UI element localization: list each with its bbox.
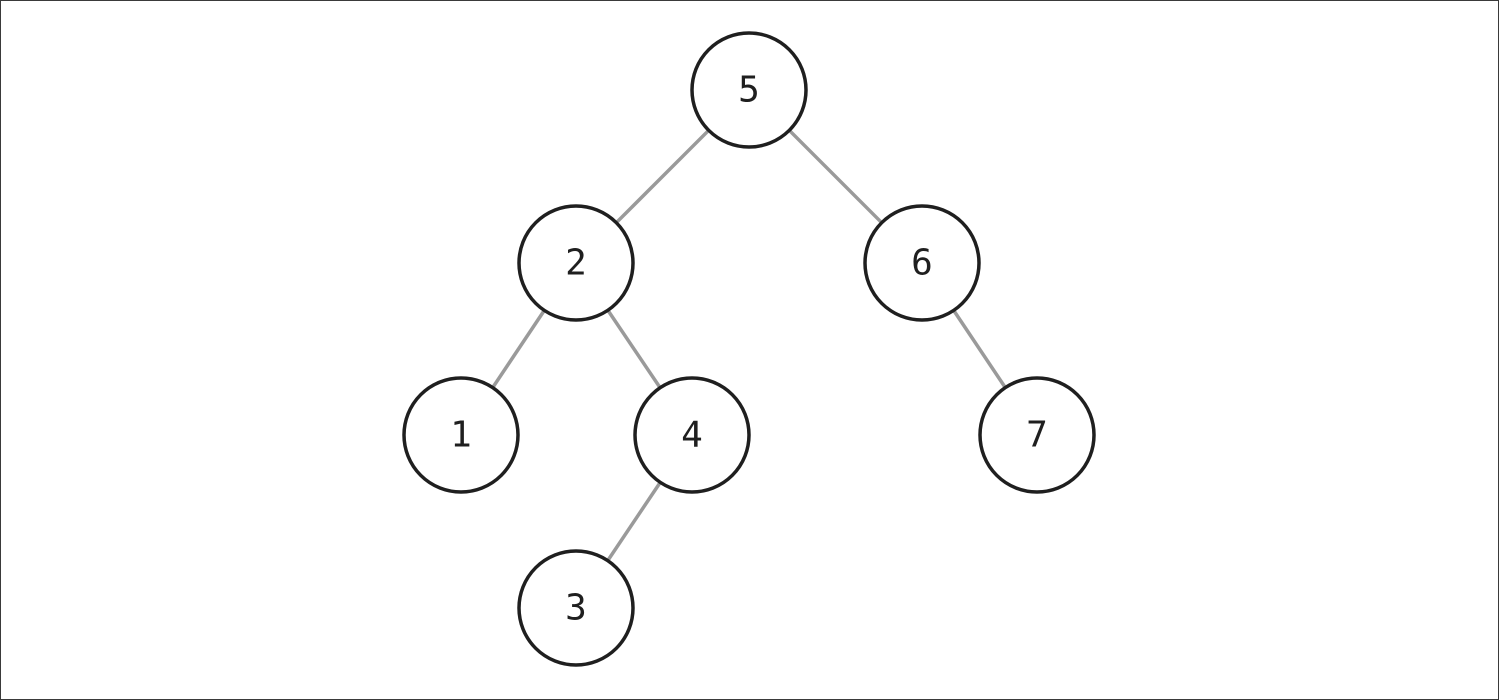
tree-node-4: 4	[633, 376, 751, 494]
node-label: 3	[565, 588, 587, 629]
node-circle	[633, 376, 751, 494]
edge-n2-n4	[606, 309, 662, 389]
edge-n6-n7	[952, 309, 1007, 389]
node-circle	[517, 204, 635, 322]
tree-node-3: 3	[517, 549, 635, 667]
node-circle	[402, 376, 520, 494]
node-label: 2	[565, 243, 587, 284]
tree-node-7: 7	[978, 376, 1096, 494]
edge-n2-n1	[491, 309, 546, 389]
node-circle	[517, 549, 635, 667]
tree-node-6: 6	[863, 204, 981, 322]
node-label: 6	[911, 243, 933, 284]
edge-n5-n6	[788, 129, 883, 224]
tree-node-2: 2	[517, 204, 635, 322]
node-circle	[978, 376, 1096, 494]
node-label: 1	[450, 415, 472, 456]
tree-edges	[491, 129, 1007, 562]
node-circle	[690, 31, 808, 149]
node-label: 5	[738, 70, 760, 111]
edge-n5-n2	[615, 129, 710, 224]
node-label: 4	[681, 415, 703, 456]
tree-node-1: 1	[402, 376, 520, 494]
tree-nodes: 5 2 6 1 4 7 3	[402, 31, 1096, 667]
tree-node-5: 5	[690, 31, 808, 149]
node-label: 7	[1026, 415, 1048, 456]
edge-n4-n3	[606, 481, 662, 562]
node-circle	[863, 204, 981, 322]
